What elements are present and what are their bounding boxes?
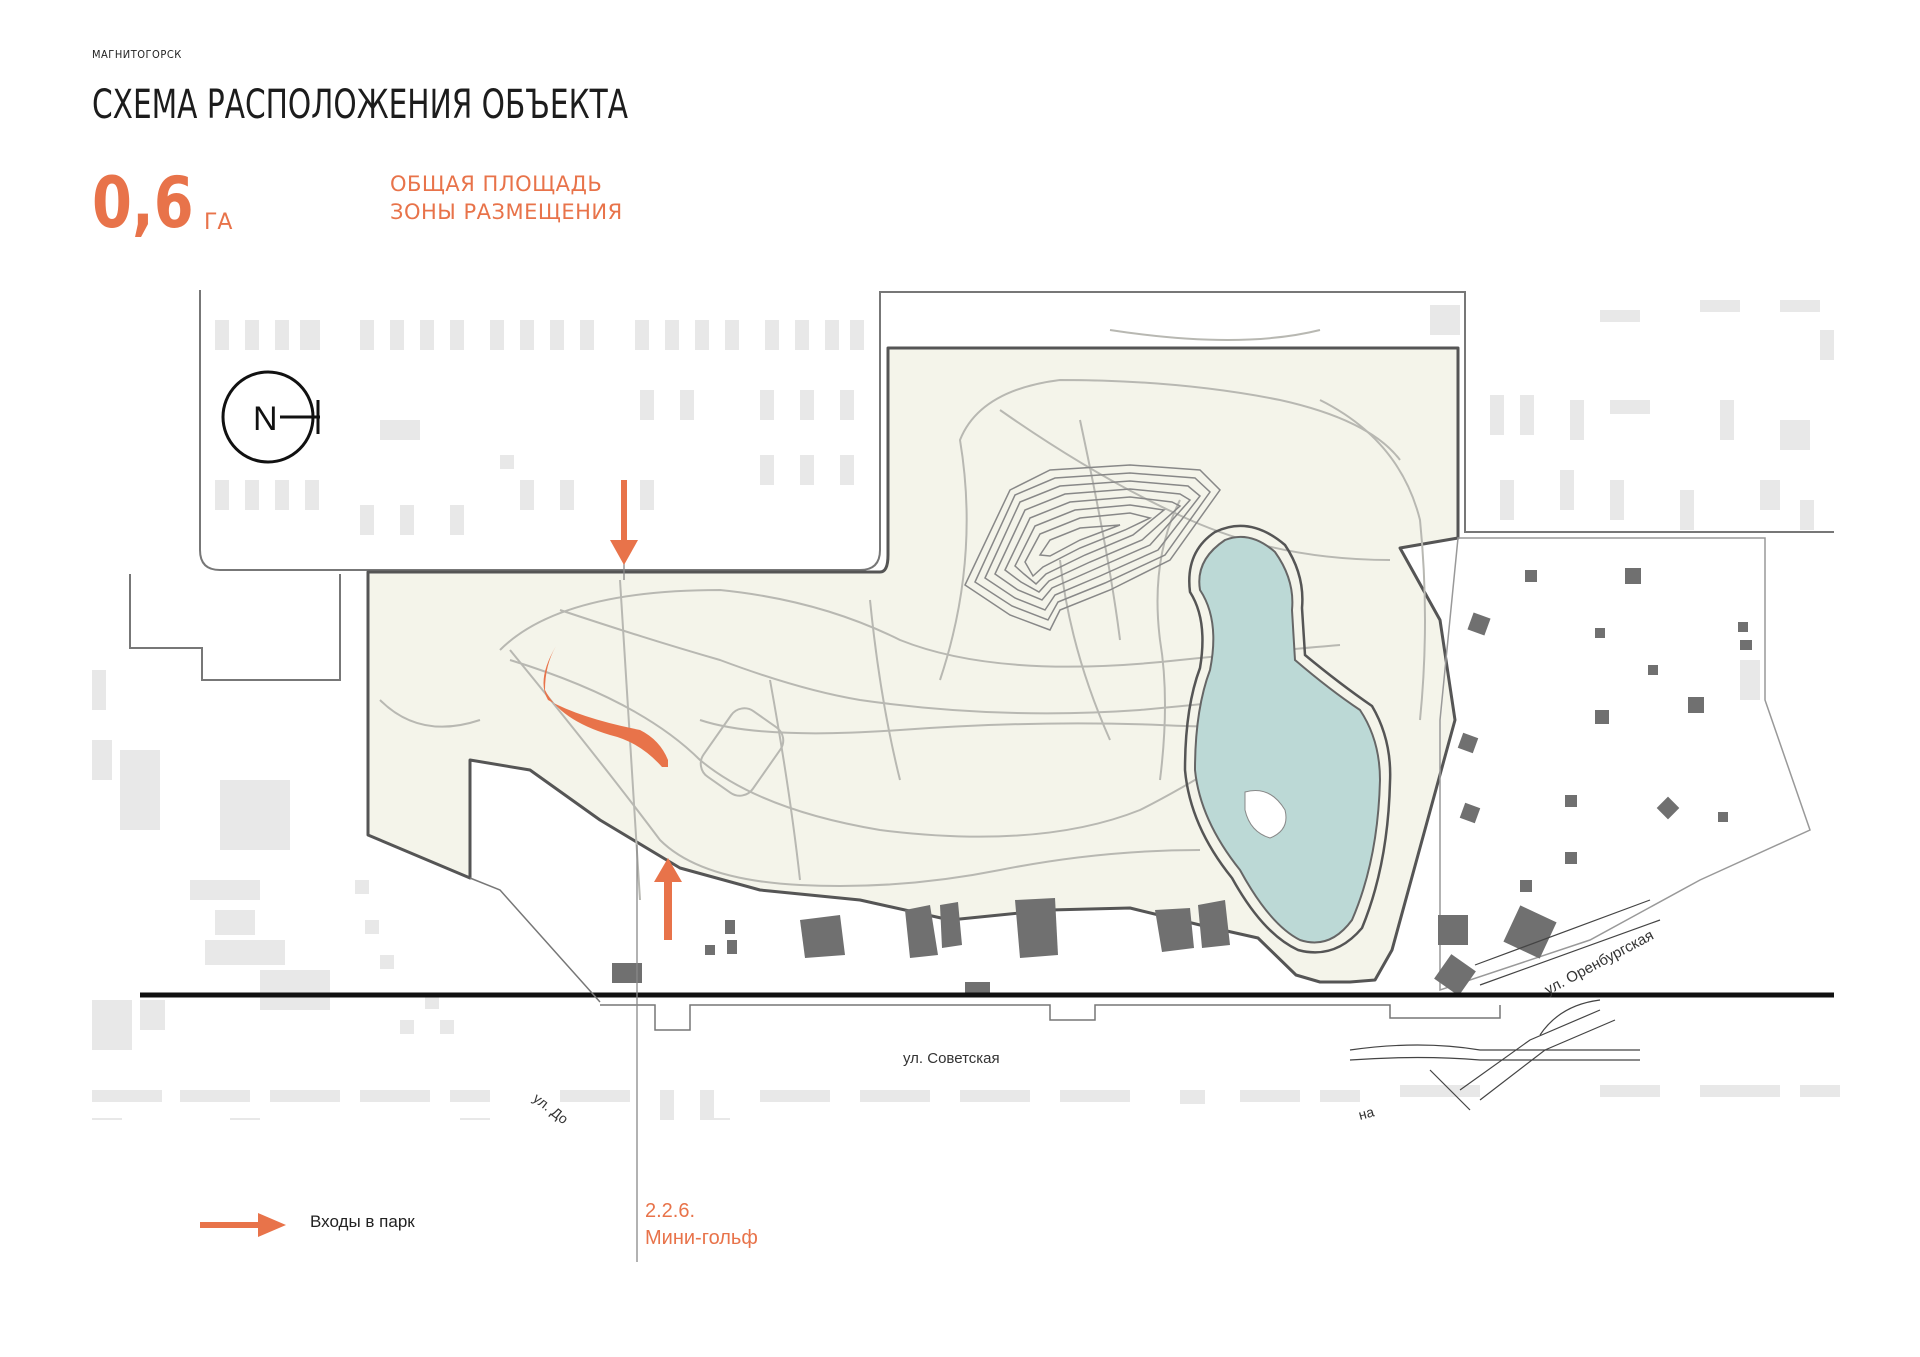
callout-code: 2.2.6. [645,1200,696,1222]
lake [1193,536,1382,944]
street-orenburgskaya: ул. Оренбургская [1542,927,1657,999]
mini-golf-callout: 2.2.6. Мини-гольф [645,1198,758,1252]
legend-arrow-icon [200,1213,286,1237]
mini-golf-zone [543,646,668,767]
entrance-arrow-south [654,858,682,940]
east-district [1439,537,1811,992]
page-title: СХЕМА РАСПОЛОЖЕНИЯ ОБЪЕКТА [92,82,628,128]
street-partial-right: на [1357,1103,1376,1123]
lake-outline [1183,524,1392,954]
road-junction [1349,899,1661,1111]
area-block: 0,6 ГА [92,162,232,244]
east-buildings [1434,568,1752,996]
compass-label: N [253,400,278,438]
area-unit: ГА [204,210,233,235]
hill-contours [964,464,1221,631]
entrance-arrow-north [610,480,638,565]
area-value: 0,6 [92,162,194,244]
legend-entrances-label: Входы в парк [310,1212,415,1231]
south-buildings [612,898,1230,994]
street-sovetskaya: ул. Советская [903,1050,1000,1067]
southwest-boundary [469,877,601,1003]
north-compass: N [221,370,320,464]
area-desc-line2: ЗОНЫ РАЗМЕЩЕНИЯ [390,200,623,224]
callout-name: Мини-гольф [645,1227,758,1249]
island [1244,790,1287,839]
area-description: ОБЩАЯ ПЛОЩАДЬ ЗОНЫ РАЗМЕЩЕНИЯ [390,170,623,226]
rail-platforms [600,1004,1501,1031]
background-buildings [92,300,1840,1132]
city-label: МАГНИТОГОРСК [92,48,182,61]
map-mask [0,1120,1920,1150]
park-area [366,346,1460,984]
area-desc-line1: ОБЩАЯ ПЛОЩАДЬ [390,172,603,196]
